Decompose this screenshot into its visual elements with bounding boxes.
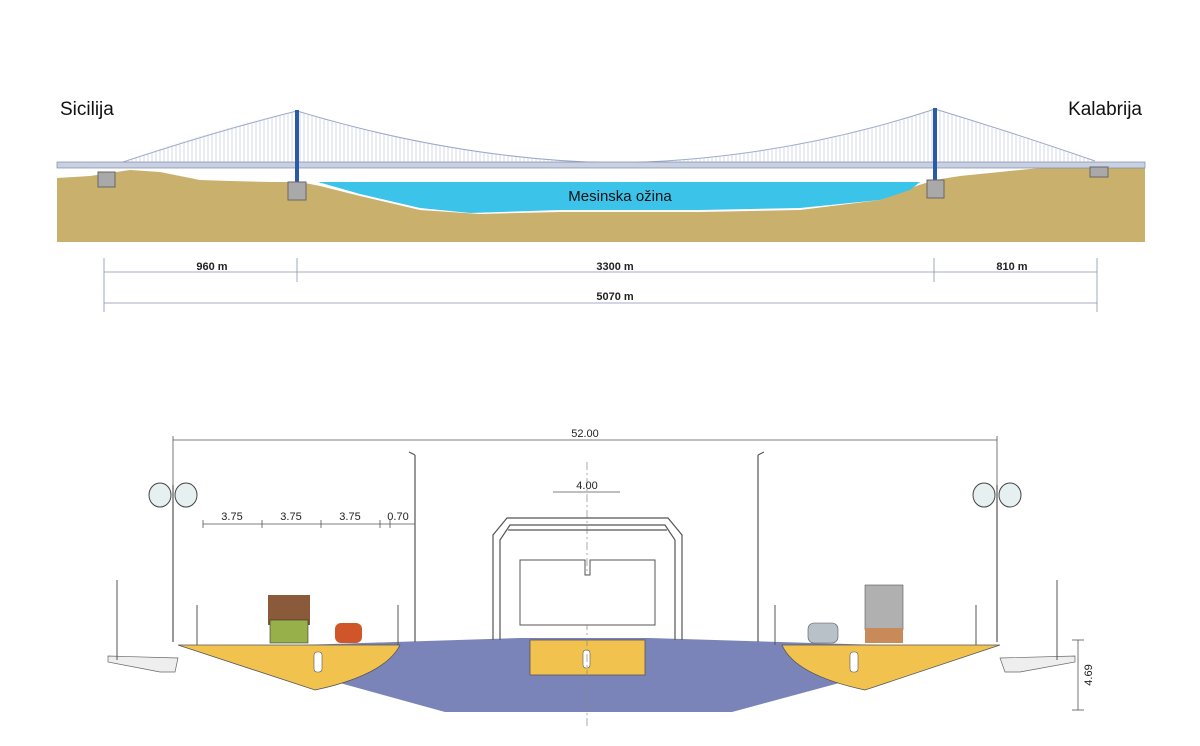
- deck-cross-section: 52.00 3.75 3.75 3.75 0.70 4.00 4.69: [107, 428, 1095, 728]
- car-left: [335, 623, 362, 643]
- cantilever-right: [999, 655, 1076, 673]
- deck: [56, 161, 1146, 169]
- total-width-label: 52.00: [571, 428, 599, 440]
- hangers: [123, 109, 1093, 163]
- depth-label: 4.69: [1083, 664, 1095, 685]
- lane-width-label: 3.75: [221, 511, 242, 523]
- span-label: 810 m: [996, 261, 1027, 273]
- deck-opening: [582, 649, 591, 669]
- pier: [97, 171, 116, 188]
- tower-calabria: [933, 108, 937, 182]
- car-right: [807, 622, 839, 644]
- deck-box-right: [781, 644, 1001, 691]
- rail-gantry: [492, 517, 683, 640]
- label-sicily: Sicilija: [60, 99, 114, 120]
- deck-opening: [849, 651, 859, 673]
- lane-width-label: 3.75: [339, 511, 360, 523]
- cross-dimensions: [172, 436, 1084, 711]
- pier: [926, 179, 945, 199]
- span-label: 3300 m: [596, 261, 634, 273]
- pier: [1089, 166, 1109, 178]
- deck-box-left: [177, 644, 401, 691]
- lamp-posts: [172, 451, 998, 642]
- pier: [287, 181, 307, 201]
- water: [318, 182, 920, 213]
- truck-right: [864, 584, 904, 643]
- railings: [116, 580, 1058, 660]
- cantilever-left: [107, 655, 179, 673]
- ground: [57, 166, 1145, 242]
- main-cable: [119, 108, 1096, 164]
- deck-opening: [313, 651, 323, 673]
- span-label: 960 m: [196, 261, 227, 273]
- water-label: Mesinska ožina: [568, 188, 672, 205]
- total-length-label: 5070 m: [596, 291, 634, 303]
- bridge-elevation: Mesinska ožina Sicilija Kalabrija 960 m …: [56, 99, 1146, 312]
- lamp-heads: [148, 482, 1022, 508]
- span-dimensions: [103, 258, 1098, 312]
- label-calabria: Kalabrija: [1068, 99, 1142, 120]
- truck-left: [268, 595, 310, 644]
- shoulder-width-label: 0.70: [387, 511, 408, 523]
- lane-width-label: 3.75: [280, 511, 301, 523]
- rail-width-label: 4.00: [576, 480, 597, 492]
- train-cars: [519, 559, 656, 626]
- tower-sicily: [295, 110, 299, 184]
